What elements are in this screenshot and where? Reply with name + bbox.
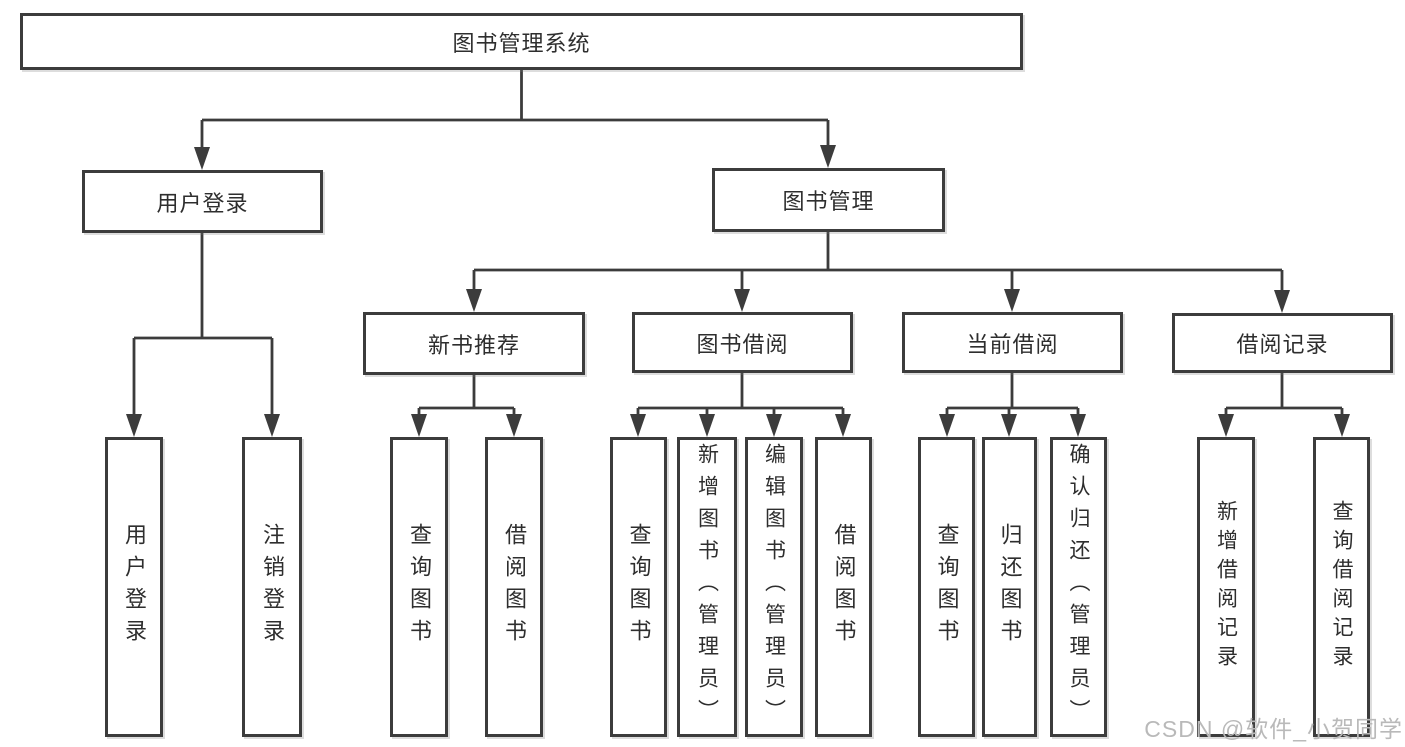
leaf-query-books-current-label: 查询图书 [934,523,960,651]
leaf-borrow-books-label: 借阅图书 [831,523,857,651]
leaf-query-borrow-record: 查询借阅记录 [1313,437,1370,737]
connector-user-login-children [132,233,274,416]
leaf-query-books-borrow: 查询图书 [610,437,667,737]
leaf-confirm-return-admin-label: 确认归还（管理员） [1067,443,1090,731]
node-borrow-record: 借阅记录 [1172,313,1393,373]
csdn-watermark: CSDN @软件_小贺同学 [1144,716,1403,742]
leaf-logout-login: 注销登录 [242,437,302,737]
leaf-query-borrow-record-label: 查询借阅记录 [1330,500,1353,674]
node-book-management-label: 图书管理 [782,189,875,214]
leaf-borrow-books: 借阅图书 [815,437,872,737]
node-book-borrow: 图书借阅 [632,312,853,373]
leaf-confirm-return-admin: 确认归还（管理员） [1050,437,1107,737]
node-library-system-label: 图书管理系统 [452,30,591,56]
leaf-query-books-current: 查询图书 [918,437,975,737]
leaf-user-login-label: 用户登录 [122,523,147,651]
leaf-add-borrow-record: 新增借阅记录 [1197,437,1255,737]
connector-current-borrow-children [945,373,1080,416]
leaf-edit-books-admin: 编辑图书（管理员） [745,437,803,737]
node-new-book-recommend: 新书推荐 [363,312,585,375]
leaf-user-login: 用户登录 [105,437,163,737]
connector-borrow-record-children [1224,373,1344,416]
node-book-borrow-label: 图书借阅 [696,331,789,357]
leaf-query-books-borrow-label: 查询图书 [626,523,652,651]
connector-new-book-children [417,375,516,416]
leaf-add-borrow-record-label: 新增借阅记录 [1214,500,1238,674]
leaf-add-books-admin-label: 新增图书（管理员） [695,443,719,731]
leaf-return-books: 归还图书 [982,437,1037,737]
node-borrow-record-label: 借阅记录 [1236,332,1329,357]
connector-book-mgmt-children [472,232,1284,292]
leaf-borrow-books-recommend-label: 借阅图书 [502,523,527,651]
leaf-return-books-label: 归还图书 [997,523,1023,651]
leaf-query-books-recommend: 查询图书 [390,437,448,737]
node-current-borrow: 当前借阅 [902,312,1123,373]
leaf-edit-books-admin-label: 编辑图书（管理员） [762,443,786,731]
node-new-book-recommend-label: 新书推荐 [427,332,520,358]
node-user-login-label: 用户登录 [156,190,249,216]
node-current-borrow-label: 当前借阅 [966,331,1059,357]
leaf-add-books-admin: 新增图书（管理员） [677,437,737,737]
leaf-borrow-books-recommend: 借阅图书 [485,437,543,737]
connector-root-to-level2 [200,70,830,150]
connector-book-borrow-children [636,373,845,416]
leaf-logout-login-label: 注销登录 [260,523,285,651]
node-user-login: 用户登录 [82,170,323,233]
node-book-management: 图书管理 [712,168,945,232]
node-library-system: 图书管理系统 [20,13,1023,70]
leaf-query-books-recommend-label: 查询图书 [407,523,432,651]
